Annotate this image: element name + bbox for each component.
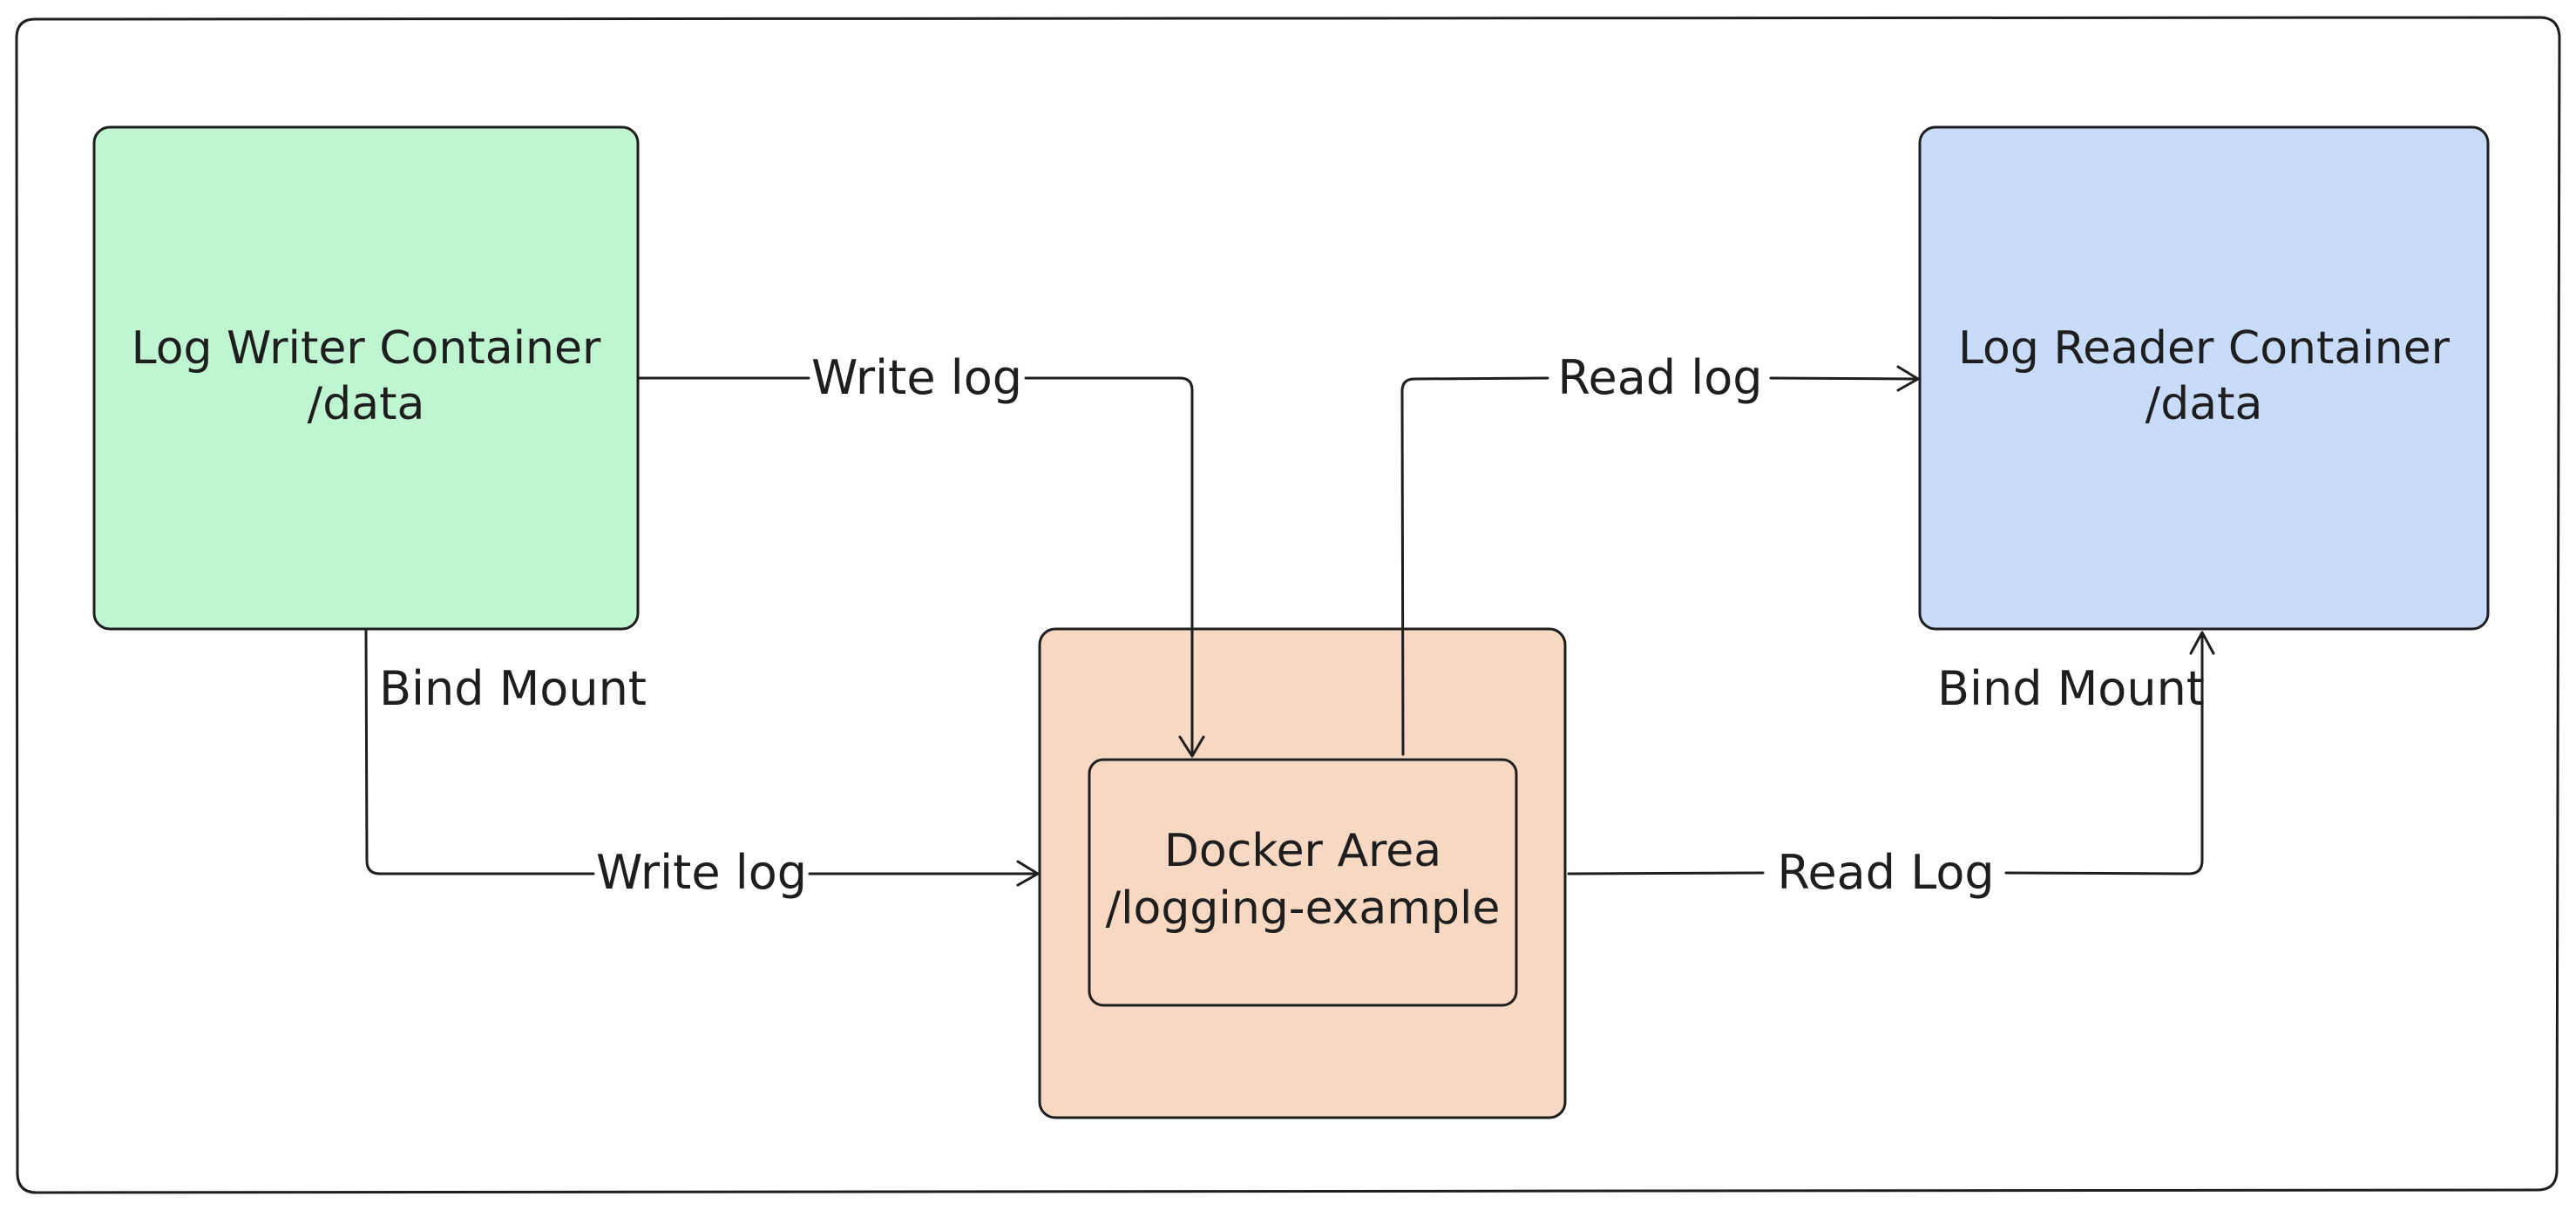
log-writer-container-node[interactable]: Log Writer Container /data xyxy=(92,125,640,631)
edge-writer-to-docker-inner-label: Write log xyxy=(811,350,1022,405)
edge-docker-outer-to-reader-mount[interactable]: Read Log Bind Mount xyxy=(1567,631,2215,900)
log-reader-container-title: Log Reader Container xyxy=(1958,322,2451,375)
log-writer-container-path: /data xyxy=(308,378,425,430)
edge-writer-to-docker-inner-line xyxy=(638,376,1194,756)
writer-bind-mount-label: Bind Mount xyxy=(379,661,647,716)
arrowhead-down-icon xyxy=(1178,735,1205,758)
edge-docker-outer-to-reader-mount-label: Read Log xyxy=(1777,845,1994,900)
docker-area-node[interactable]: Docker Area /logging-example xyxy=(1088,758,1518,1007)
arrowhead-up-icon xyxy=(2189,631,2215,655)
log-reader-container-node[interactable]: Log Reader Container /data xyxy=(1918,125,2490,631)
arrowhead-right-icon xyxy=(1896,365,1920,392)
diagram-frame xyxy=(15,16,2561,1194)
edge-docker-inner-to-reader-label: Read log xyxy=(1557,350,1762,405)
log-writer-container-title: Log Writer Container xyxy=(132,322,601,375)
edge-docker-outer-to-reader-mount-line xyxy=(1567,632,2204,875)
reader-bind-mount-label: Bind Mount xyxy=(1937,661,2205,716)
docker-area-path: /logging-example xyxy=(1106,882,1501,935)
log-reader-container-box xyxy=(1918,125,2490,631)
edge-writer-mount-to-docker-outer-line xyxy=(364,629,1039,875)
edge-writer-mount-to-docker-outer-label: Write log xyxy=(596,845,807,900)
log-writer-container-box xyxy=(92,125,640,631)
log-reader-container-path: /data xyxy=(2146,378,2263,430)
docker-area-inner-box xyxy=(1088,758,1518,1007)
edge-writer-to-docker-inner[interactable]: Write log xyxy=(638,350,1205,758)
edge-docker-inner-to-reader-line xyxy=(1400,376,1918,756)
edge-writer-mount-to-docker-outer[interactable]: Write log Bind Mount xyxy=(364,629,1040,900)
docker-area-title: Docker Area xyxy=(1164,825,1441,877)
edge-docker-inner-to-reader[interactable]: Read log xyxy=(1400,350,1920,756)
arrowhead-right-icon xyxy=(1016,860,1040,887)
